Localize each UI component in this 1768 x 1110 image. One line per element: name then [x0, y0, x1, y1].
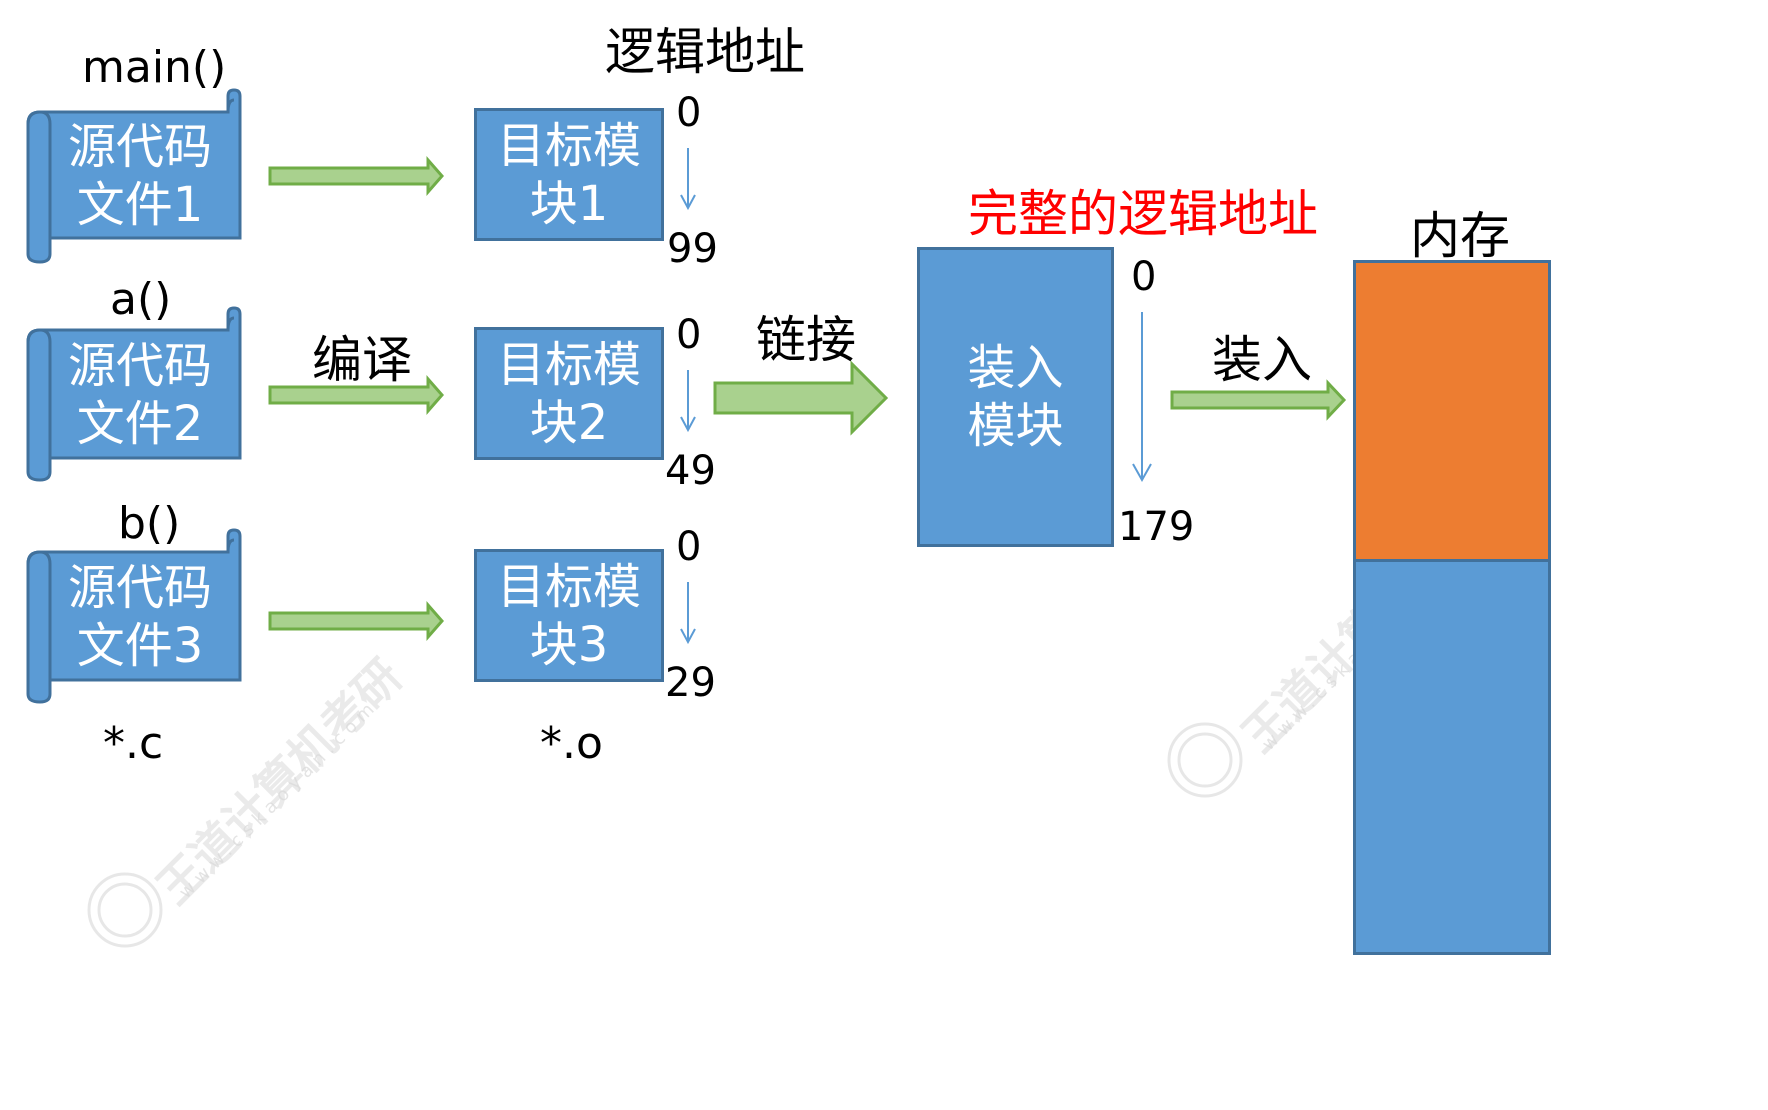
load-module-end: 179	[1118, 504, 1195, 550]
source-file-scroll-1	[26, 88, 242, 264]
compile-arrow-1	[268, 156, 444, 196]
module-1-end: 99	[667, 226, 718, 272]
module-1-start: 0	[676, 90, 702, 136]
memory-free-region	[1353, 559, 1551, 955]
func-label-b: b()	[118, 498, 181, 549]
source-file-1-label: 源代码文件1	[67, 119, 212, 233]
module-3-start: 0	[676, 524, 702, 570]
object-module-3: 目标模块3	[474, 549, 664, 682]
module-2-start: 0	[676, 312, 702, 358]
memory-used-region	[1353, 260, 1551, 562]
watermark-logo-icon	[87, 872, 163, 948]
memory-label: 内存	[1410, 207, 1510, 265]
source-ext-label: *.c	[103, 718, 164, 769]
logical-address-title: 逻辑地址	[605, 23, 805, 81]
compile-arrow-3	[268, 601, 444, 641]
link-label: 链接	[756, 311, 856, 369]
load-arrow	[1170, 379, 1347, 421]
source-file-2-label: 源代码文件2	[67, 338, 212, 452]
link-arrow	[713, 360, 889, 436]
object-module-1: 目标模块1	[474, 108, 664, 241]
module-2-end: 49	[665, 448, 716, 494]
load-module: 装入模块	[917, 247, 1114, 547]
object-ext-label: *.o	[540, 718, 603, 769]
object-module-2: 目标模块2	[474, 327, 664, 460]
source-file-3-label: 源代码文件3	[67, 560, 212, 674]
compile-arrow-2	[268, 375, 444, 415]
complete-address-title: 完整的逻辑地址	[968, 185, 1318, 243]
load-module-start: 0	[1131, 254, 1157, 300]
module-3-end: 29	[665, 660, 716, 706]
compile-label: 编译	[312, 331, 412, 389]
source-file-scroll-2	[26, 306, 242, 482]
load-label: 装入	[1212, 331, 1312, 389]
func-label-main: main()	[82, 42, 227, 93]
func-label-a: a()	[110, 274, 172, 325]
source-file-scroll-3	[26, 528, 242, 704]
watermark-logo-icon	[1167, 722, 1243, 798]
source-file-scrolls	[26, 88, 242, 704]
